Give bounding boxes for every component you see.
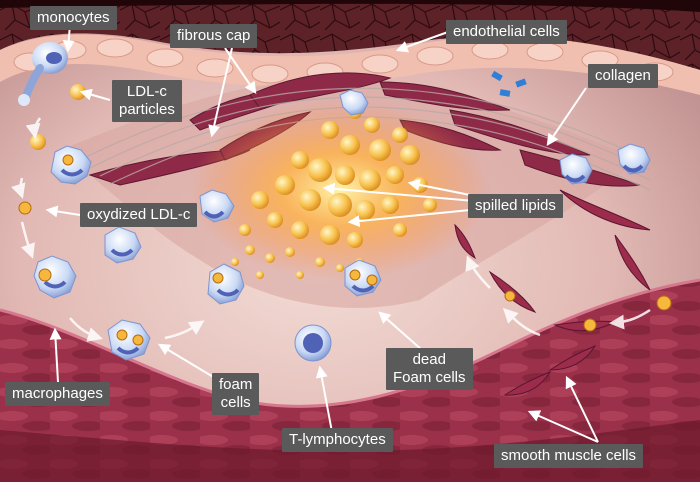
label-fibrous-cap: fibrous cap xyxy=(170,24,258,48)
label-foam-line2: cells xyxy=(220,394,251,411)
label-oxydized-ldl-text: oxydized LDL-c xyxy=(87,206,191,223)
label-oxydized-ldl: oxydized LDL-c xyxy=(80,203,198,227)
label-collagen: collagen xyxy=(588,64,658,88)
label-ldl-line2: particles xyxy=(119,101,175,118)
label-collagen-text: collagen xyxy=(595,67,651,84)
label-t-lymphocytes-text: T-lymphocytes xyxy=(289,431,386,448)
label-fibrous-cap-text: fibrous cap xyxy=(177,27,251,44)
label-endothelial-cells-text: endothelial cells xyxy=(453,23,560,40)
label-macrophages: macrophages xyxy=(5,382,110,406)
label-monocytes: monocytes xyxy=(30,6,117,30)
label-spilled-lipids: spilled lipids xyxy=(468,194,563,218)
label-dead-foam-cells: dead Foam cells xyxy=(386,348,473,390)
label-t-lymphocytes: T-lymphocytes xyxy=(282,428,393,452)
label-foam-line1: foam xyxy=(219,376,253,393)
label-foam-cells: foam cells xyxy=(212,373,260,415)
label-ldl-particles: LDL-c particles xyxy=(112,80,182,122)
label-ldl-line1: LDL-c xyxy=(126,83,167,100)
label-endothelial-cells: endothelial cells xyxy=(446,20,567,44)
label-smooth-muscle-cells: smooth muscle cells xyxy=(494,444,644,468)
label-dead-line2: Foam cells xyxy=(393,369,466,386)
label-spilled-lipids-text: spilled lipids xyxy=(475,197,556,214)
label-dead-line1: dead xyxy=(412,351,446,368)
label-smooth-muscle-text: smooth muscle cells xyxy=(501,447,637,464)
label-macrophages-text: macrophages xyxy=(12,385,103,402)
label-monocytes-text: monocytes xyxy=(37,9,110,26)
